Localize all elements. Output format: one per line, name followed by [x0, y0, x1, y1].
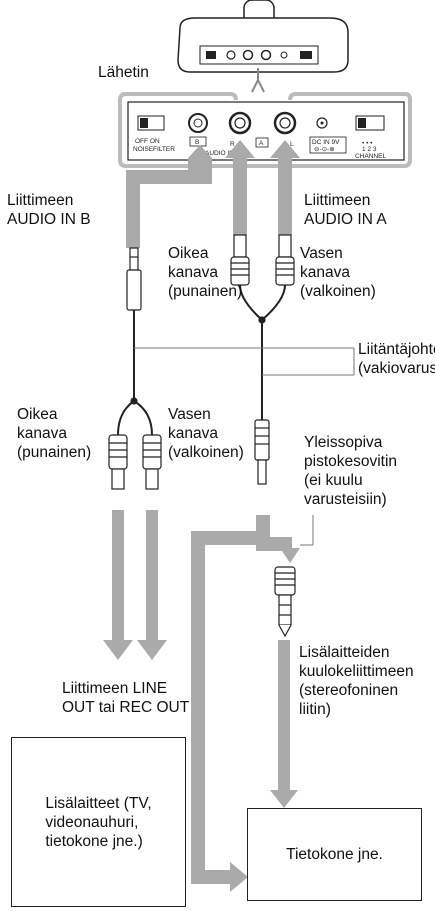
- svg-text:OFF: OFF: [135, 138, 148, 145]
- computer-text: Tietokone jne.: [286, 846, 383, 863]
- transmitter-device: [177, 0, 349, 93]
- right-channel-red-bottom-label: Oikea kanava (punainen): [17, 406, 92, 461]
- svg-text:FILTER: FILTER: [153, 146, 175, 153]
- signal-arrows-out: [103, 510, 300, 892]
- mini-plug-b: [126, 247, 142, 401]
- to-line-out-label: Liittimeen LINE OUT tai REC OUT: [62, 680, 190, 716]
- svg-text:R: R: [230, 141, 235, 148]
- svg-text:ON: ON: [150, 138, 160, 145]
- svg-text:CHANNEL: CHANNEL: [355, 153, 386, 160]
- stereo-adapter: [274, 566, 296, 638]
- transmitter-label: Lähetin: [98, 64, 149, 81]
- svg-text:⊖-⊙-⊕: ⊖-⊙-⊕: [314, 146, 335, 153]
- transmitter-back-panel: OFF ON NOISE FILTER B R A L AUDIO IN DC …: [118, 92, 412, 168]
- to-audio-in-a-label: Liittimeen AUDIO IN A: [304, 192, 387, 228]
- svg-text:AUDIO IN: AUDIO IN: [205, 150, 234, 157]
- left-channel-white-top-label: Vasen kanava (valkoinen): [300, 245, 376, 300]
- svg-text:• • •: • • •: [362, 140, 373, 147]
- external-devices-box: Lisälaitteet (TV, videonauhuri, tietokon…: [11, 737, 186, 907]
- rca-plugs-a: [230, 234, 295, 420]
- headphone-jack-label: Lisälaitteiden kuulokeliittimeen (stereo…: [299, 644, 414, 718]
- svg-text:L: L: [290, 141, 294, 148]
- to-audio-in-b-label: Liittimeen AUDIO IN B: [7, 192, 91, 228]
- left-channel-white-bottom-label: Vasen kanava (valkoinen): [168, 406, 244, 461]
- rca-plugs-line-out: [108, 397, 162, 490]
- svg-text:B: B: [195, 139, 199, 146]
- connection-cord-label: Liitäntäjohto (vakiovaruste): [358, 341, 435, 377]
- svg-text:1 2 3: 1 2 3: [362, 146, 377, 153]
- external-devices-text: Lisälaitteet (TV, videonauhuri, tietokon…: [45, 794, 152, 850]
- right-channel-red-top-label: Oikea kanava (punainen): [168, 245, 243, 300]
- signal-arrows-in: [126, 140, 300, 248]
- svg-text:A: A: [259, 140, 264, 147]
- computer-box: Tietokone jne.: [247, 808, 422, 901]
- adapter-label: Yleissopiva pistokesovitin (ei kuulu var…: [304, 434, 398, 508]
- cord-label-pointer: [134, 347, 355, 376]
- mini-plug-adapter-side: [254, 419, 270, 485]
- svg-text:NOISE: NOISE: [133, 146, 154, 153]
- svg-text:DC IN 9V: DC IN 9V: [312, 139, 340, 146]
